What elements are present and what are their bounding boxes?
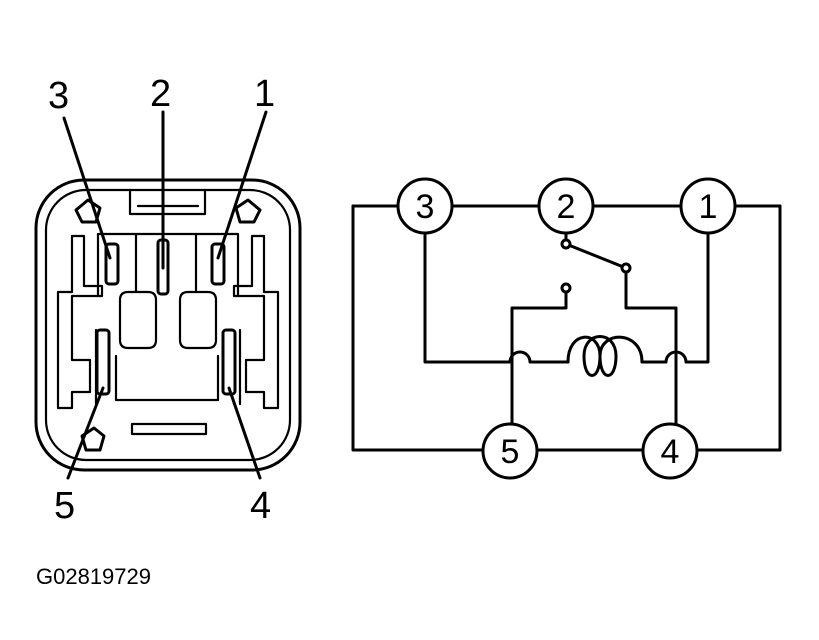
connector-housing-outer [34, 178, 302, 472]
relay-schematic: 3 2 1 5 4 [351, 177, 782, 480]
connector-terminal-5 [95, 328, 111, 396]
switch-contact-dot-right [620, 262, 632, 274]
connector-key-hole-top-left [74, 198, 102, 224]
connector-center-cavity-right [178, 290, 218, 350]
relay-coil-icon [566, 335, 644, 377]
connector-terminal-1 [210, 242, 226, 286]
schematic-label-4: 4 [661, 433, 680, 471]
schematic-wire-to-5 [510, 288, 568, 452]
connector-center-cavity-left [118, 290, 158, 350]
leader-line-5 [66, 386, 105, 480]
connector-pin-frame-bottom [94, 328, 242, 406]
connector-top-latch [128, 188, 207, 216]
connector-key-hole-top-right [234, 198, 262, 224]
schematic-label-3: 3 [416, 188, 435, 226]
connector-key-hole-bottom-left [80, 426, 106, 452]
schematic-wire-3-to-coil [423, 204, 570, 364]
schematic-terminal-3 [396, 177, 454, 235]
connector-label-2: 2 [150, 73, 171, 115]
schematic-wire-to-4 [624, 266, 678, 452]
connector-housing-inner [44, 188, 292, 462]
schematic-terminal-5 [481, 422, 539, 480]
schematic-terminal-1 [679, 177, 737, 235]
connector-face-view: 3 2 1 5 4 [34, 73, 302, 527]
schematic-terminal-4 [641, 422, 699, 480]
figure-code: G02819729 [36, 564, 151, 589]
leader-line-3 [62, 116, 112, 260]
connector-inner-cavity-left [56, 234, 104, 410]
connector-label-4: 4 [250, 485, 271, 527]
schematic-label-5: 5 [501, 433, 520, 471]
leader-line-4 [227, 386, 262, 480]
connector-pin-frame-top [96, 232, 240, 298]
connector-bottom-rib [130, 422, 208, 436]
relay-switch-arm [564, 242, 628, 270]
connector-label-1: 1 [254, 73, 275, 115]
schematic-label-2: 2 [557, 188, 576, 226]
connector-label-5: 5 [54, 485, 75, 527]
connector-label-3: 3 [48, 75, 69, 117]
schematic-label-1: 1 [699, 188, 718, 226]
connector-terminal-4 [221, 328, 237, 396]
switch-contact-dot-left [560, 282, 572, 294]
schematic-left-wire [351, 204, 782, 452]
leader-line-1 [216, 110, 268, 260]
switch-pivot-dot [560, 238, 572, 250]
schematic-terminal-2 [537, 177, 595, 235]
connector-inner-cavity-right [232, 234, 280, 410]
